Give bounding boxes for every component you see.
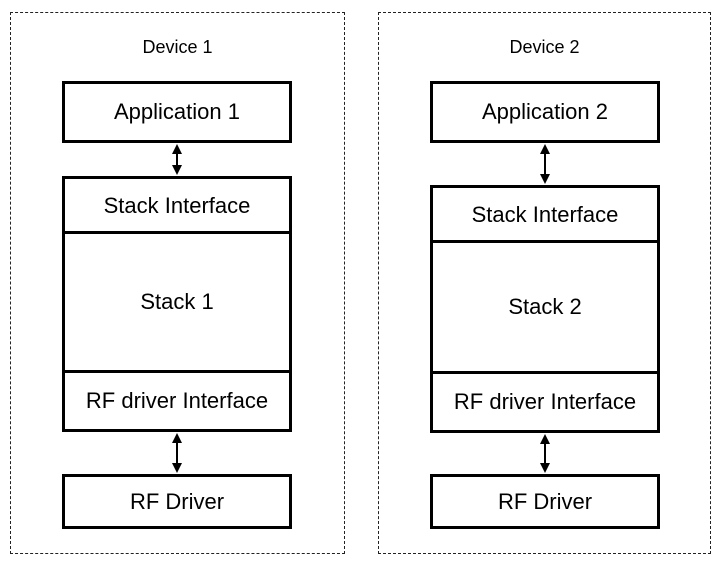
device-1-rf-interface-divider <box>65 370 289 373</box>
device-2-stack-interface: Stack Interface <box>471 201 619 227</box>
device-1-rf-driver-box: RF Driver <box>62 474 292 529</box>
device-2-rf-driver-interface: RF driver Interface <box>453 389 637 414</box>
device-2-stack-interface-divider <box>433 240 657 243</box>
device-1-container: Device 1 <box>10 12 345 554</box>
device-1-title: Device 1 <box>142 37 213 57</box>
device-2-rf-driver-box: RF Driver <box>430 474 660 529</box>
device-2-container: Device 2 <box>378 12 711 554</box>
device-1-stack-interface: Stack Interface <box>103 192 251 218</box>
device-1-rf-driver-interface: RF driver Interface <box>85 388 269 413</box>
device-1-stack-frame: Stack Interface Stack 1 RF driver Interf… <box>62 176 292 432</box>
device-2-title: Device 2 <box>509 37 580 57</box>
device-2-stack-frame: Stack Interface Stack 2 RF driver Interf… <box>430 185 660 433</box>
device-1-stack-interface-divider <box>65 231 289 234</box>
device-1-stack: Stack 1 <box>140 289 214 314</box>
device-2-rf-interface-divider <box>433 371 657 374</box>
device-2-application-box: Application 2 <box>430 81 660 143</box>
device-2-stack: Stack 2 <box>508 294 582 319</box>
device-1-application-box: Application 1 <box>62 81 292 143</box>
